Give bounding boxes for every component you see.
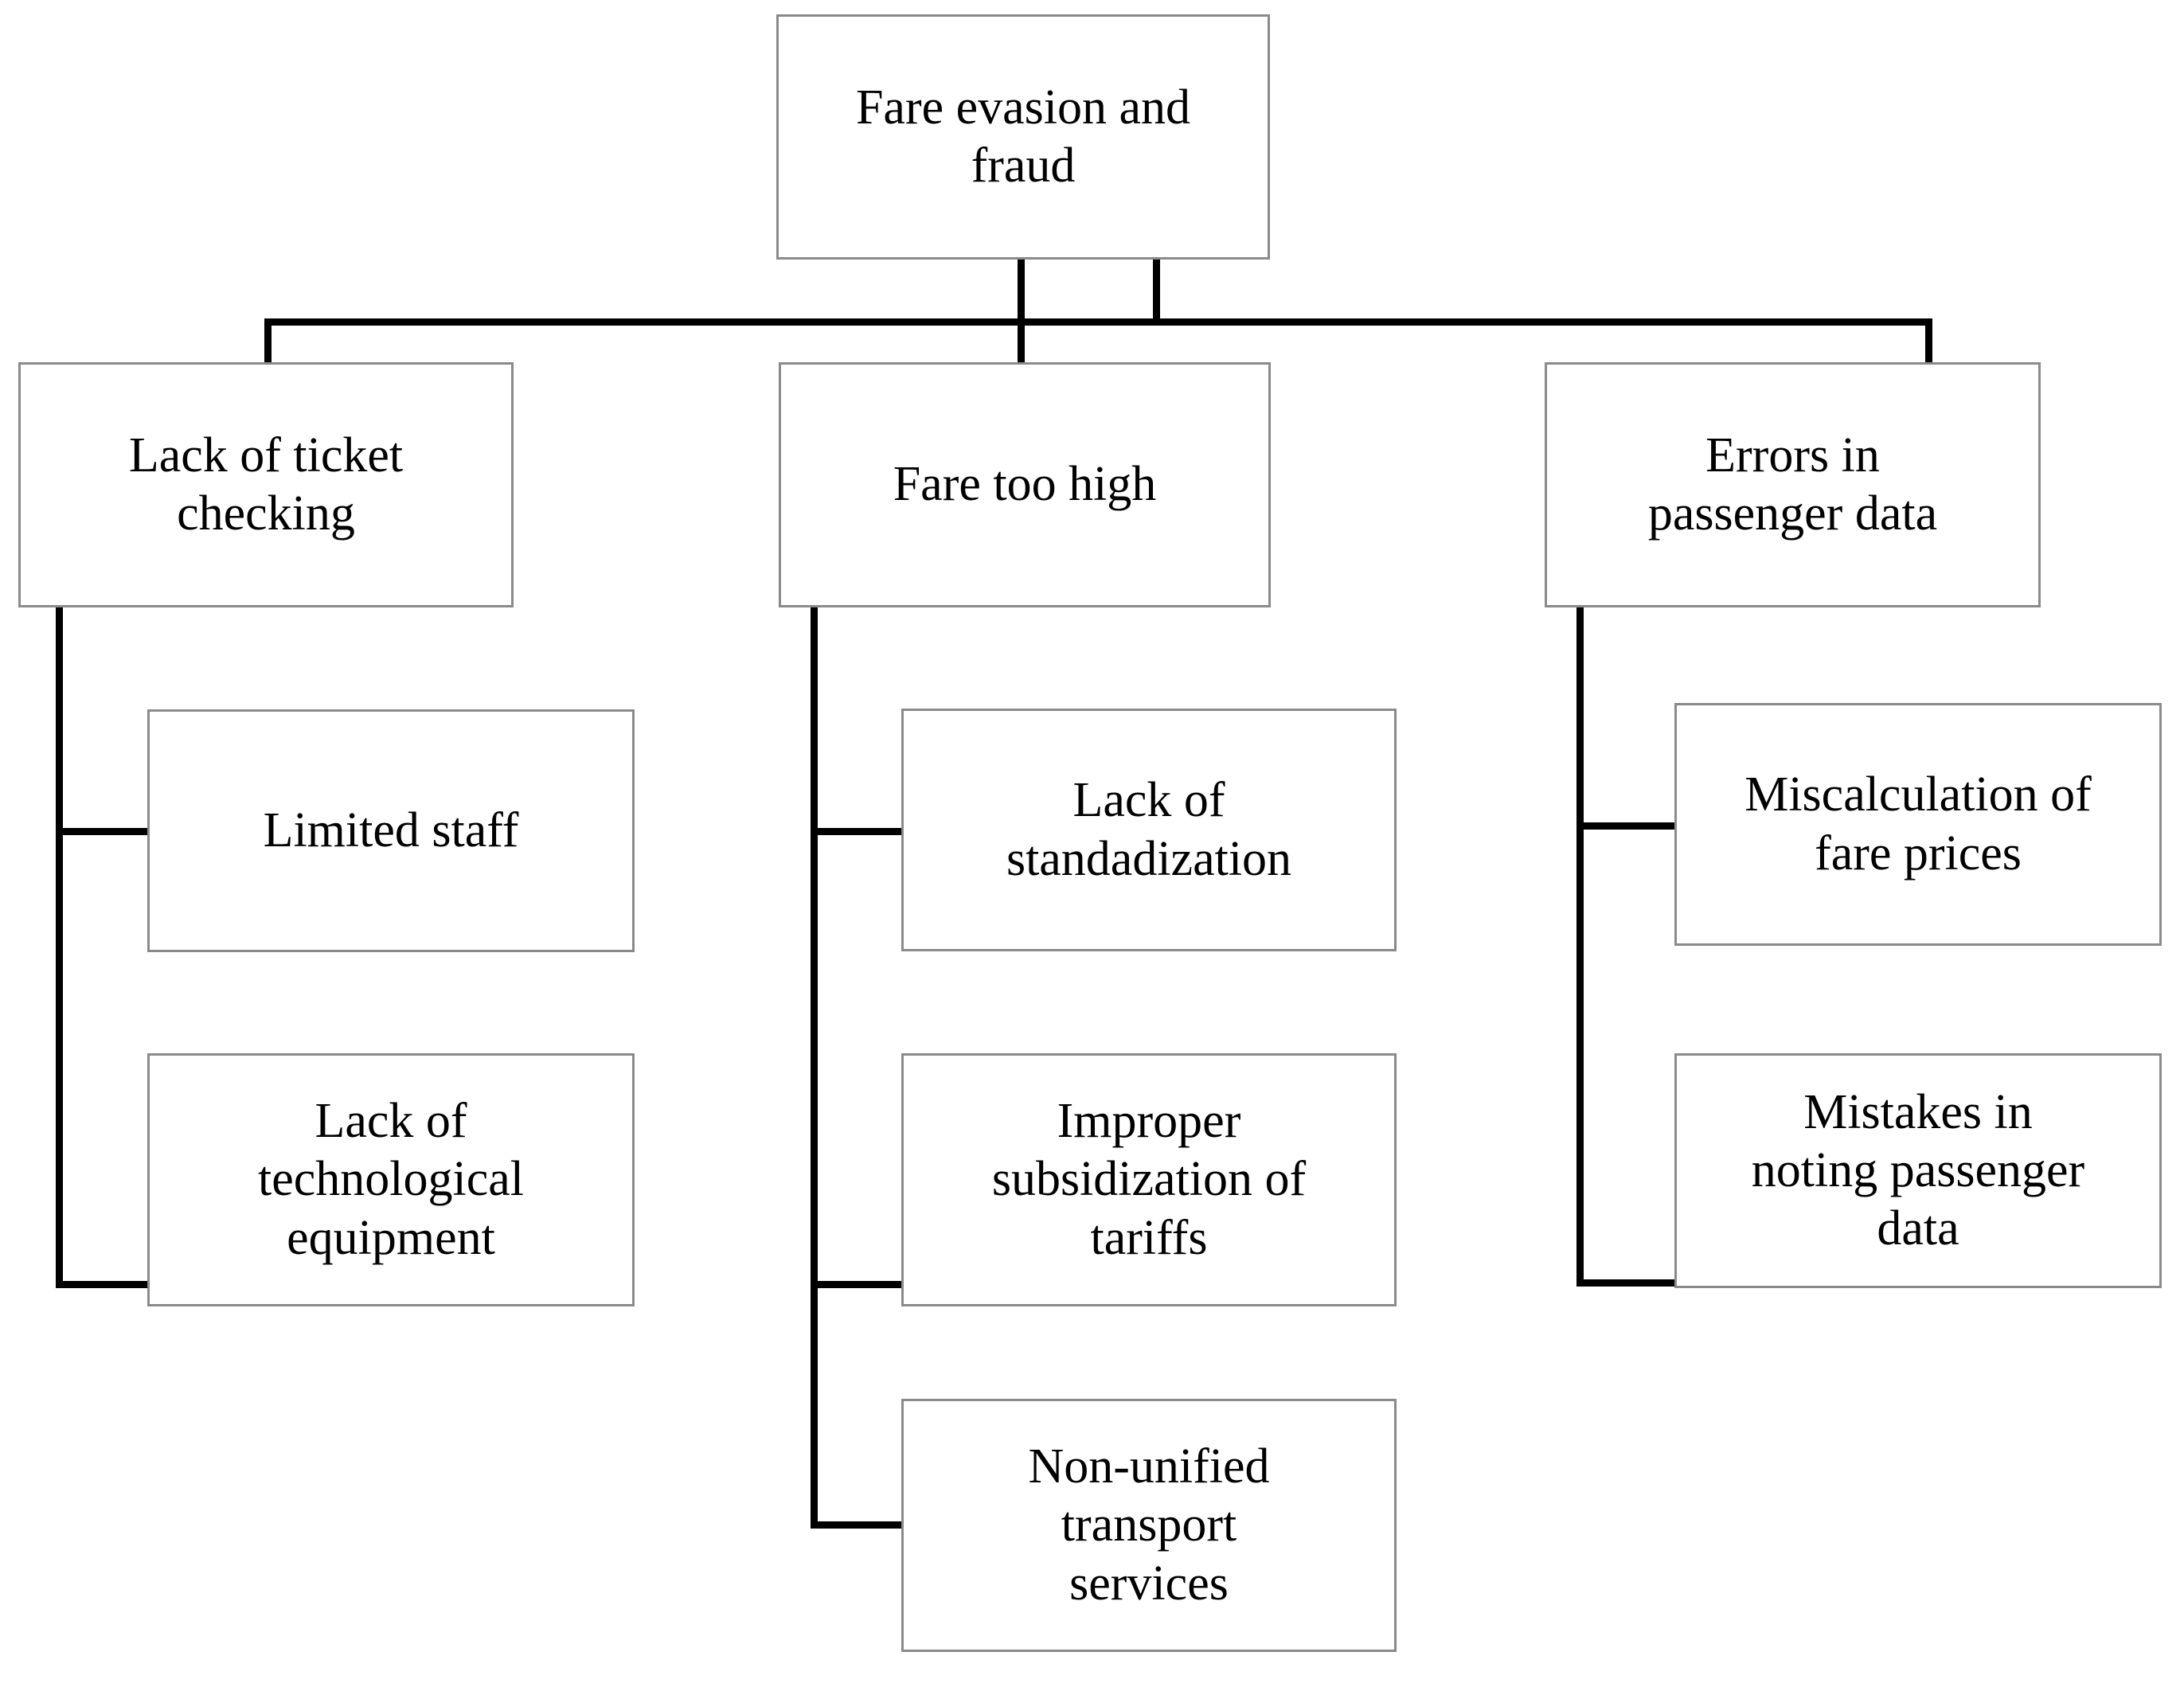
connector-root-stem-left	[1018, 256, 1025, 325]
node-leaf-limited-staff: Limited staff	[147, 709, 635, 952]
node-leaf-mistakes-in-noting-passenger-data: Mistakes in noting passenger data	[1674, 1053, 2162, 1288]
connector-stub-branch-3-child-2	[1576, 1279, 1678, 1287]
node-leaf-improper-subsidization-of-tariffs: Improper subsidization of tariffs	[901, 1053, 1397, 1306]
node-leaf-lack-of-standadization: Lack of standadization	[901, 709, 1397, 951]
connector-stub-branch-2-child-1	[811, 828, 906, 835]
connector-bus-to-branch-1	[264, 318, 272, 366]
node-leaf-mistakes-in-noting-passenger-data-label: Mistakes in noting passenger data	[1751, 1084, 2085, 1256]
node-branch-1-label: Lack of ticket checking	[128, 428, 404, 541]
connector-spine-branch-1	[56, 605, 63, 1288]
connector-stub-branch-2-child-2	[811, 1281, 906, 1288]
node-branch-fare-too-high: Fare too high	[779, 362, 1271, 607]
node-branch-lack-of-ticket-checking: Lack of ticket checking	[18, 362, 514, 607]
node-branch-errors-in-passenger-data: Errors in passenger data	[1545, 362, 2041, 607]
node-leaf-miscalculation-of-fare-prices-label: Miscalculation of fare prices	[1744, 767, 2092, 881]
node-branch-2-label: Fare too high	[893, 457, 1157, 512]
connector-stub-branch-2-child-3	[811, 1521, 906, 1529]
node-leaf-limited-staff-label: Limited staff	[263, 802, 519, 857]
node-leaf-non-unified-transport-services-label: Non-unified transport services	[1028, 1439, 1270, 1611]
connector-spine-branch-3	[1576, 605, 1584, 1287]
connector-stub-branch-3-child-1	[1576, 822, 1678, 830]
node-leaf-lack-of-standadization-label: Lack of standadization	[1006, 773, 1292, 886]
connector-bus-to-branch-2	[1018, 318, 1025, 366]
node-root: Fare evasion and fraud	[776, 14, 1270, 260]
node-leaf-lack-of-technological-equipment-label: Lack of technological equipment	[258, 1094, 524, 1265]
connector-horizontal-bus	[264, 318, 1932, 326]
connector-spine-branch-2	[811, 605, 818, 1529]
connector-bus-to-branch-3	[1925, 318, 1932, 366]
node-leaf-non-unified-transport-services: Non-unified transport services	[901, 1399, 1397, 1652]
node-branch-3-label: Errors in passenger data	[1647, 428, 1938, 541]
node-leaf-miscalculation-of-fare-prices: Miscalculation of fare prices	[1674, 703, 2162, 946]
connector-root-stem-right	[1153, 256, 1160, 325]
connector-stub-branch-1-child-2	[56, 1281, 151, 1288]
node-leaf-lack-of-technological-equipment: Lack of technological equipment	[147, 1053, 635, 1306]
node-root-label: Fare evasion and fraud	[855, 80, 1191, 193]
node-leaf-improper-subsidization-of-tariffs-label: Improper subsidization of tariffs	[991, 1094, 1307, 1265]
connector-stub-branch-1-child-1	[56, 828, 151, 835]
